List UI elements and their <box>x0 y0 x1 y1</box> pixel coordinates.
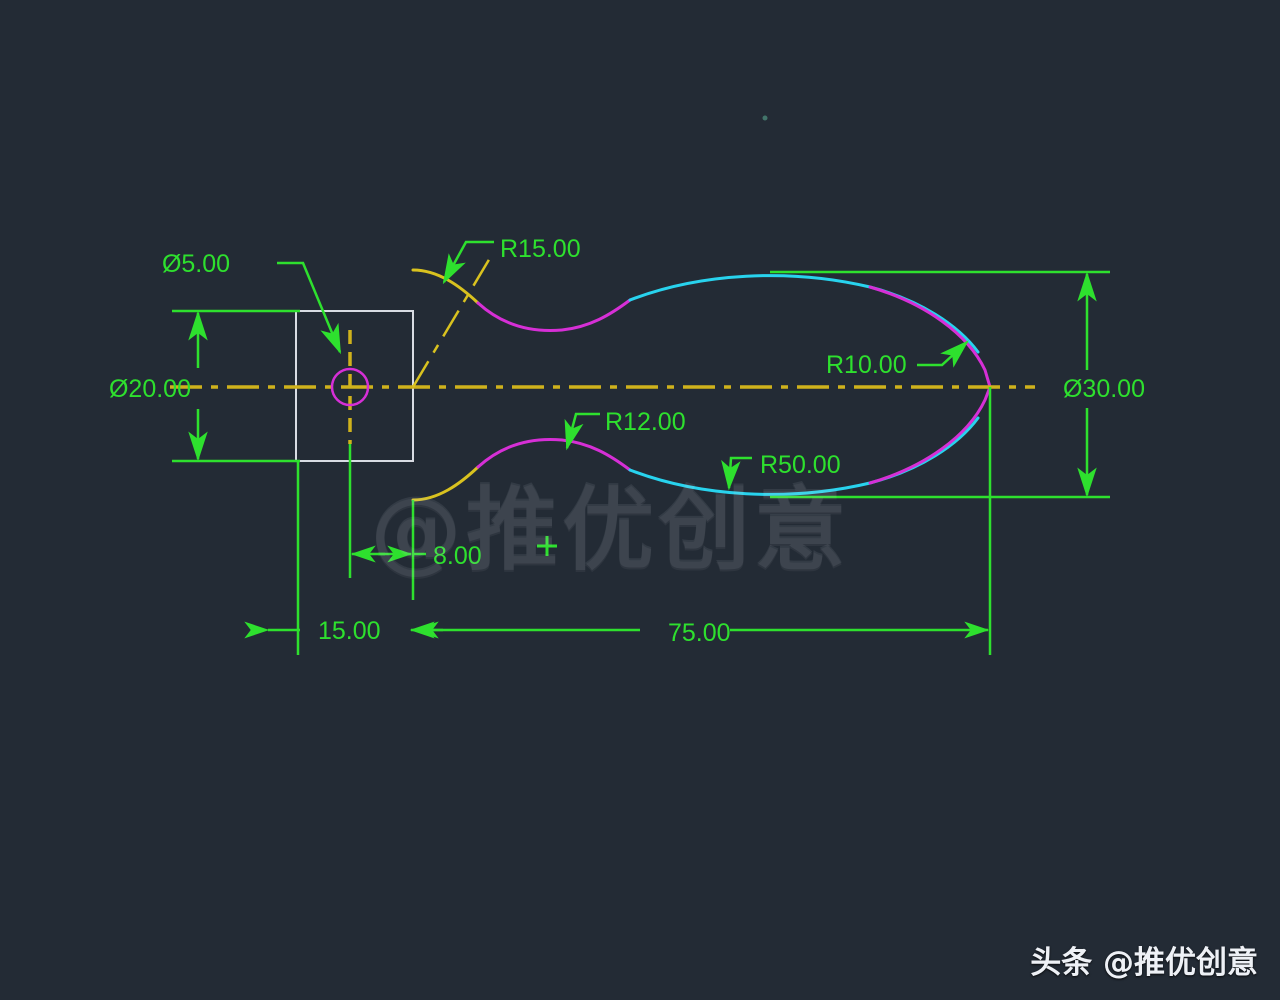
r12-label: R12.00 <box>605 408 686 436</box>
dimension-r12[interactable]: R12.00 <box>564 408 686 451</box>
len75-label: 75.00 <box>668 619 731 647</box>
len15-label: 15.00 <box>318 617 381 645</box>
r15-label: R15.00 <box>500 235 581 263</box>
r12-leader <box>564 412 600 451</box>
dimension-len75[interactable]: 75.00 <box>413 387 992 655</box>
dia5-label: Ø5.00 <box>162 250 230 278</box>
radius-construction-line-r15 <box>411 257 492 388</box>
dimension-len15[interactable]: 15.00 <box>244 461 443 655</box>
dimension-len8[interactable]: 8.00 <box>348 444 482 600</box>
r10-leader <box>917 340 969 368</box>
r50-label: R50.00 <box>760 451 841 479</box>
arc-r12-bottom <box>476 437 632 472</box>
r15-leader <box>442 240 494 285</box>
dimension-r50[interactable]: R50.00 <box>721 451 841 491</box>
faint-dot-icon <box>762 115 768 121</box>
arc-r10-bottom <box>868 385 992 485</box>
part-outline <box>295 268 992 502</box>
dia20-label: Ø20.00 <box>109 375 191 403</box>
dia30-label: Ø30.00 <box>1063 375 1145 403</box>
bore-circle <box>330 367 370 407</box>
arc-r15-bottom <box>411 465 480 502</box>
dia5-leader <box>277 261 342 355</box>
r50-leader <box>721 456 752 491</box>
len8-label: 8.00 <box>433 542 482 570</box>
dimension-dia30[interactable]: Ø30.00 <box>770 270 1145 499</box>
centerlines <box>170 257 1035 444</box>
r10-label: R10.00 <box>826 351 907 379</box>
dimension-r15[interactable]: R15.00 <box>442 235 581 285</box>
dimension-dia20[interactable]: Ø20.00 <box>109 309 300 463</box>
arc-r12-top <box>476 298 632 333</box>
arc-r50-bottom <box>628 416 980 496</box>
arc-r10-top <box>868 285 992 389</box>
arc-r50-top <box>628 274 980 354</box>
dimension-r10[interactable]: R10.00 <box>826 340 969 379</box>
arc-r15-top <box>411 268 480 305</box>
pick-point-cross-icon <box>537 536 557 556</box>
dimension-dia5[interactable]: Ø5.00 <box>162 250 342 355</box>
